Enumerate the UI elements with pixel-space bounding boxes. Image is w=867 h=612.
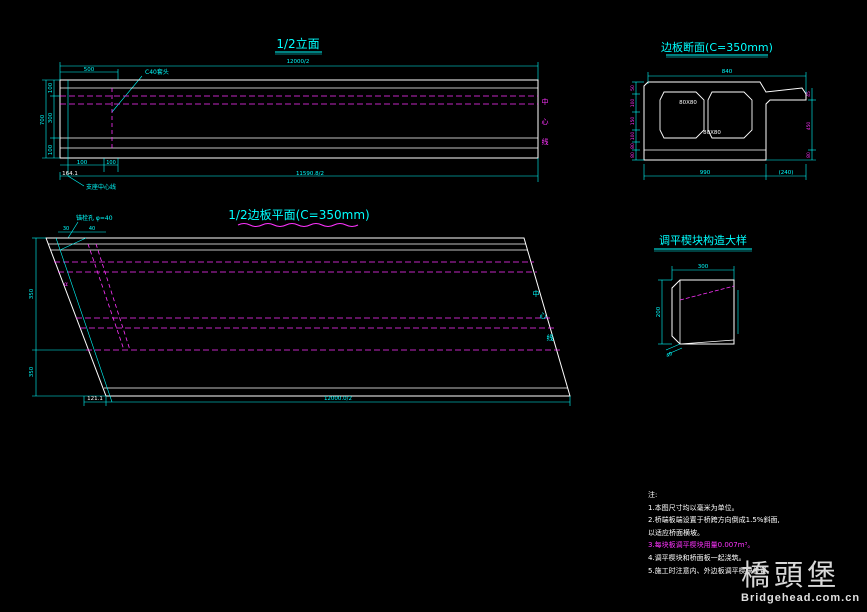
elevation-seg-bottom-mid: 100 xyxy=(106,160,116,166)
section-left-dim-1: 50 xyxy=(630,85,636,91)
section-right-dim-1: 45 xyxy=(806,91,812,97)
watermark: 橋頭堡 Bridgehead.com.cn xyxy=(741,552,861,610)
section-right-dim-2: 450 xyxy=(806,122,812,131)
plan-left-dim-1: 350 xyxy=(29,288,35,299)
section-left-dim-2: 100 xyxy=(630,99,636,108)
watermark-logo: 橋頭堡 xyxy=(741,558,841,592)
plan-left-dim-2: 350 xyxy=(29,366,35,377)
section-view: 边板断面(C=350mm) 840 80X80 80X80 50 100 150… xyxy=(630,40,816,180)
plan-title: 1/2边板平面(C=350mm) xyxy=(228,208,369,222)
notes-block: 注: 1.本图尺寸均以毫米为单位。 2.桥端板端设置于桥跨方向倒成1.5%斜面,… xyxy=(648,489,863,577)
elevation-overall-top: 12000/2 xyxy=(287,59,310,65)
section-hole-b: 80X80 xyxy=(703,130,721,136)
note-item: 5.施工时注意内、外边板调平楔块位置。 xyxy=(648,566,774,575)
plan-centerline: 中心线 xyxy=(533,289,554,342)
section-left-dim-4: 100 xyxy=(630,132,636,141)
elevation-centerline: 中心线 xyxy=(542,97,549,146)
plan-dim-bottom-left: 121.1 xyxy=(87,396,103,402)
watermark-url: Bridgehead.com.cn xyxy=(741,592,861,604)
plan-overall-bottom: 12000.0/2 xyxy=(324,396,352,402)
section-title: 边板断面(C=350mm) xyxy=(661,40,773,54)
elevation-title: 1/2立面 xyxy=(276,36,319,51)
section-bottom-dim: 990 xyxy=(700,170,711,176)
detail-left-dim: 200 xyxy=(656,306,662,317)
elevation-left-total: 700 xyxy=(40,114,46,125)
plan-view: 1/2边板平面(C=350mm) 锚栓孔 φ=40 30 40 α 中心线 xyxy=(29,208,571,406)
note-item: 2.桥端板端设置于桥跨方向倒成1.5%斜面, xyxy=(648,516,780,525)
section-left-dim-6: 80 xyxy=(630,152,636,158)
plan-dim-top-a: 30 xyxy=(63,226,69,232)
detail-bottom-dim: 40 xyxy=(665,351,674,359)
section-hole-a: 80X80 xyxy=(679,100,697,106)
elevation-left-dim-2: 300 xyxy=(48,112,54,123)
note-item: 4.调平楔块和桥面板一起浇筑。 xyxy=(648,553,746,562)
plan-dim-top-b: 40 xyxy=(89,226,95,232)
elevation-left-dim-3: 100 xyxy=(48,144,54,155)
detail-title: 调平楔块构造大样 xyxy=(659,233,747,247)
section-left-dim-3: 150 xyxy=(630,117,636,126)
elevation-joint-label: C40套头 xyxy=(145,68,169,76)
elevation-seg-bottom: 100 xyxy=(77,160,88,166)
note-item: 1.本图尺寸均以毫米为单位。 xyxy=(648,503,739,512)
detail-view: 调平楔块构造大样 300 200 40 xyxy=(654,233,752,359)
elevation-left-dim-1: 100 xyxy=(48,82,54,93)
section-left-dim-5: 80 xyxy=(630,143,636,149)
elevation-dim-bottom-left: 164.1 xyxy=(62,171,78,177)
note-item: 以适应桥面横坡。 xyxy=(648,528,704,537)
section-right-dim-3: 80 xyxy=(806,152,812,158)
elevation-bearing-label: 支座中心线 xyxy=(86,183,116,191)
section-top-dim: 840 xyxy=(722,69,733,75)
plan-hole-label: 锚栓孔 φ=40 xyxy=(76,214,113,222)
elevation-seg-top: 500 xyxy=(84,67,95,73)
section-bottom-right: (240) xyxy=(779,170,794,176)
plan-angle: α xyxy=(64,281,68,288)
notes-heading: 注: xyxy=(648,491,658,499)
detail-top-dim: 300 xyxy=(698,264,709,270)
note-item: 3.每块板调平楔块用量0.007m³。 xyxy=(648,541,755,550)
elevation-view: 1/2立面 12000/2 500 C40套头 中心线 xyxy=(40,36,549,191)
elevation-overall-bottom: 11590.8/2 xyxy=(296,171,324,177)
